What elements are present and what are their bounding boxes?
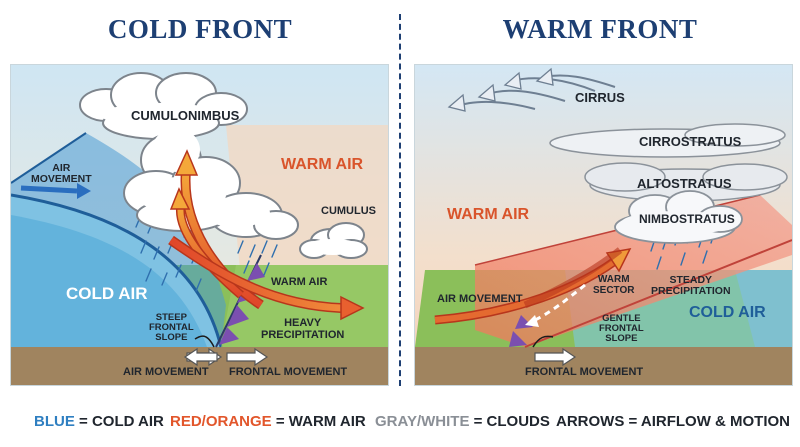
legend-warm: RED/ORANGE = WARM AIR [170, 413, 366, 430]
warm-front-title: WARM FRONT [502, 14, 698, 44]
cirrus-label: CIRRUS [575, 90, 625, 105]
heavy-precipitation-label: HEAVY PRECIPITATION [261, 317, 345, 341]
warm-front-panel: CIRRUS CIRROSTRATUS ALTOSTRATUS NIMBOSTR… [414, 64, 793, 386]
altostratus-label: ALTOSTRATUS [637, 176, 732, 191]
cumulonimbus-label: CUMULONIMBUS [131, 108, 240, 123]
cold-air-label: COLD AIR [66, 284, 148, 303]
warm-air-small-label: WARM AIR [271, 276, 328, 288]
cold-front-illustration [11, 65, 388, 385]
warm-frontal-movement-label: FRONTAL MOVEMENT [525, 366, 644, 378]
cold-air-movement-bottom-label: AIR MOVEMENT [123, 366, 209, 378]
cold-front-panel: CUMULONIMBUS WARM AIR CUMULUS AIR MOVEME… [10, 64, 389, 386]
legend-gray-value: = CLOUDS [469, 413, 550, 430]
legend-arrows-value: = AIRFLOW & MOTION [624, 413, 791, 430]
panel-divider [399, 14, 401, 386]
steady-precipitation-label: STEADY PRECIPITATION [651, 274, 731, 298]
legend-gray-key: GRAY/WHITE [375, 413, 470, 430]
nimbostratus-label: NIMBOSTRATUS [639, 212, 735, 226]
cold-front-title: COLD FRONT [107, 14, 293, 44]
warm-front-illustration [415, 65, 792, 385]
legend-red-value: = WARM AIR [271, 413, 366, 430]
legend-arrows-key: ARROWS [556, 413, 625, 430]
cold-frontal-movement-label: FRONTAL MOVEMENT [229, 366, 348, 378]
cumulus-label: CUMULUS [321, 205, 376, 217]
warm-cold-air-label: COLD AIR [689, 304, 766, 321]
steep-frontal-slope-label: STEEP FRONTAL SLOPE [149, 312, 194, 343]
warm-sector-label: WARM SECTOR [593, 274, 635, 296]
legend-clouds: GRAY/WHITE = CLOUDS [375, 413, 550, 430]
warm-air-label: WARM AIR [447, 206, 530, 223]
legend: BLUE = COLD AIR RED/ORANGE = WARM AIR GR… [0, 413, 800, 433]
legend-blue-value: = COLD AIR [74, 413, 164, 430]
cirrostratus-label: CIRROSTRATUS [639, 134, 742, 149]
legend-blue-key: BLUE [34, 413, 75, 430]
legend-cold: BLUE = COLD AIR [34, 413, 164, 430]
legend-arrows: ARROWS = AIRFLOW & MOTION [556, 413, 790, 430]
gentle-frontal-slope-label: GENTLE FRONTAL SLOPE [599, 313, 644, 344]
cold-air-movement-top-label: AIR MOVEMENT [31, 162, 92, 186]
warm-air-movement-label: AIR MOVEMENT [437, 293, 523, 305]
cold-warm-air-label: WARM AIR [281, 156, 364, 173]
legend-red-key: RED/ORANGE [170, 413, 272, 430]
